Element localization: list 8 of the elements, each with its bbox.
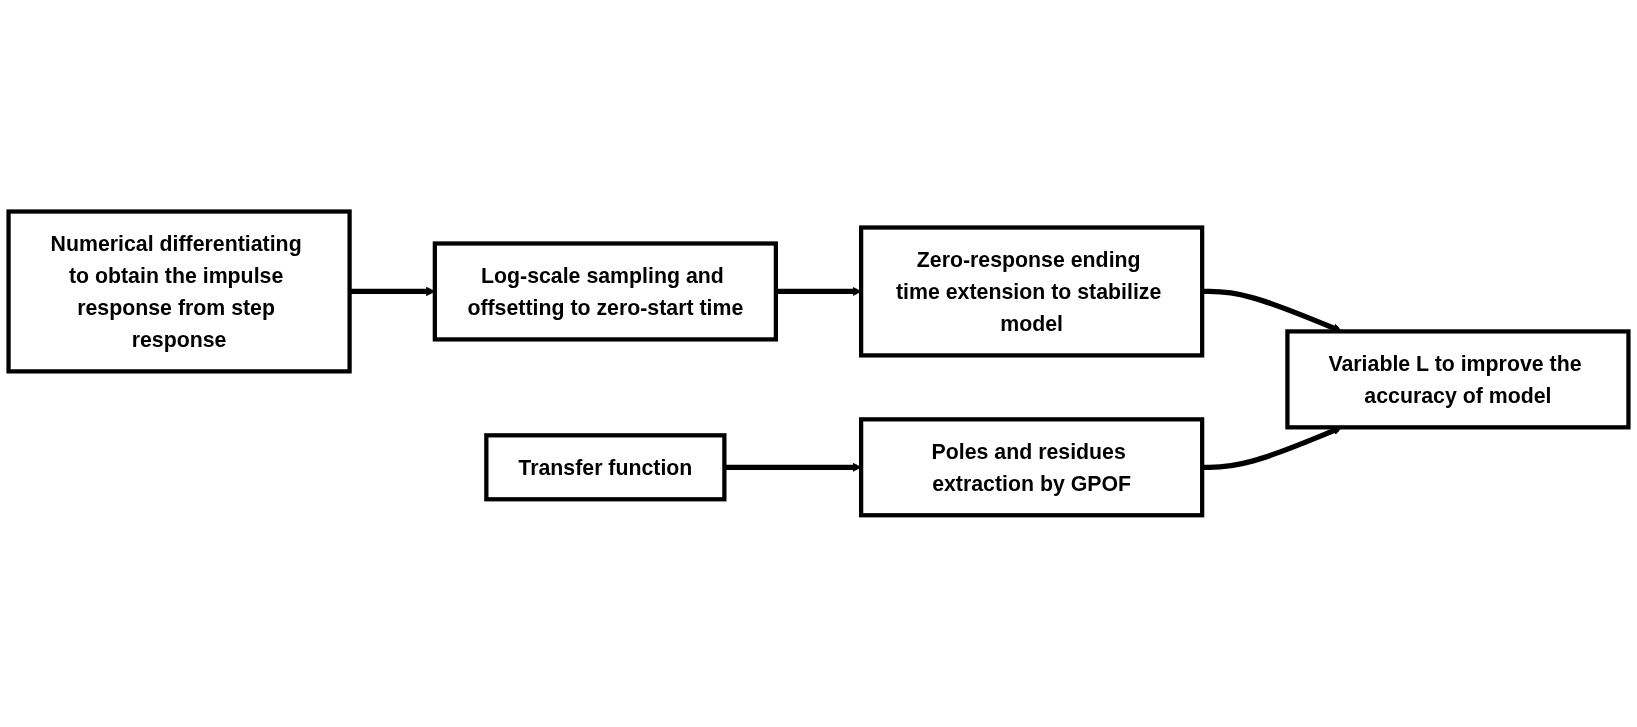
node-box: Variable L to improve the accuracy of model <box>1285 329 1631 430</box>
arrow <box>724 462 862 473</box>
node-box: Poles and residues extraction by GPOF <box>859 417 1205 518</box>
arrow <box>349 286 436 297</box>
node-box: Transfer function <box>484 433 727 502</box>
node-box: Numerical differentiating to obtain the impulse response from step response <box>6 209 352 374</box>
node-box: Log-scale sampling and offsetting to zero-start time <box>432 241 778 342</box>
node-box: Zero-response ending time extension to stabilize model <box>859 225 1205 358</box>
